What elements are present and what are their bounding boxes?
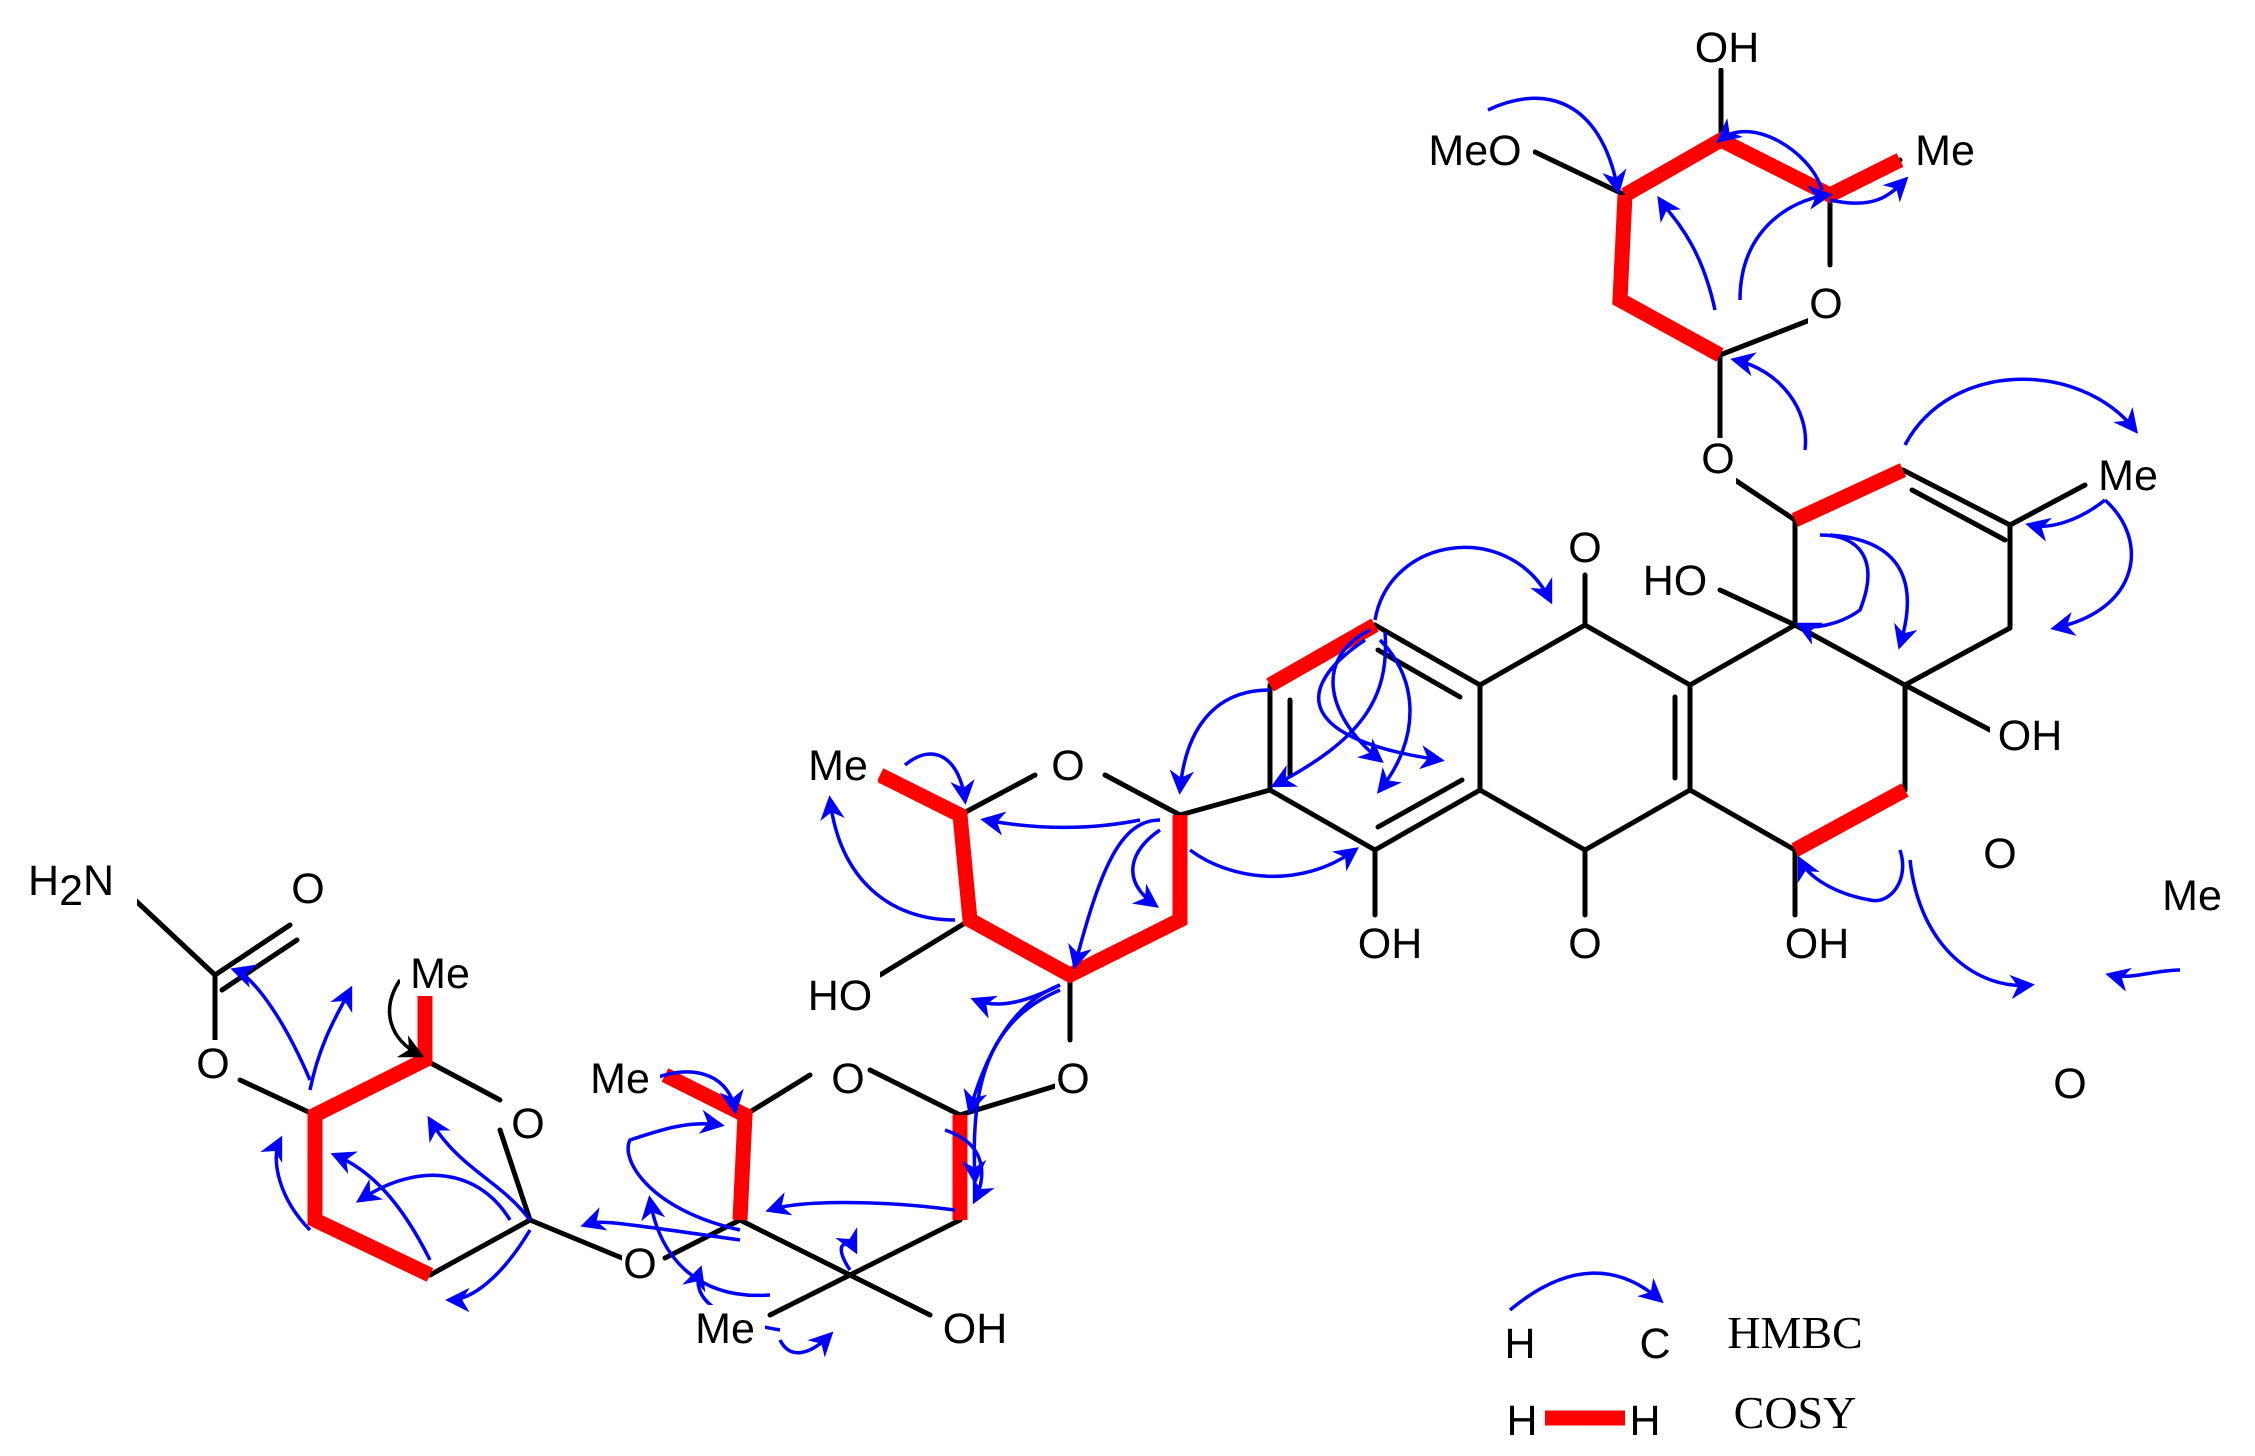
- me-top-label: Me: [1915, 127, 1975, 175]
- oh-top-label: OH: [1695, 24, 1760, 72]
- o-acetoxy-label: O: [1983, 830, 2016, 878]
- oh-c12-label: OH: [1358, 920, 1423, 968]
- o-top-ring-label: O: [1809, 280, 1842, 328]
- o-link-top-label: O: [1701, 435, 1734, 483]
- legend-hmbc-h: H: [1504, 1320, 1535, 1368]
- legend-cosy-h1: H: [1506, 1397, 1537, 1445]
- ho-sugar3-label: HO: [808, 972, 873, 1020]
- me-right-label: Me: [2098, 452, 2158, 500]
- me-sugar1-label: Me: [410, 950, 470, 998]
- oh-sugar2-label: OH: [943, 1305, 1008, 1353]
- legend-hmbc-label: HMBC: [1727, 1307, 1862, 1358]
- legend-cosy-h2: H: [1629, 1397, 1660, 1445]
- legend-cosy-label: COSY: [1734, 1387, 1857, 1438]
- o-carbamate-carbonyl-label: O: [291, 865, 324, 913]
- o-sugar1-ring-label: O: [511, 1100, 544, 1148]
- me-sugar3-label: Me: [808, 742, 868, 790]
- o-quinone-top-label: O: [1568, 524, 1601, 572]
- h2n-h: H: [28, 857, 59, 905]
- o-carbonyl-acetyl-label: O: [2053, 1060, 2086, 1108]
- legend-hmbc-c: C: [1639, 1320, 1670, 1368]
- legend-hmbc-arrow: [1508, 1271, 1664, 1312]
- oh-c4a-label: OH: [1998, 712, 2063, 760]
- h2n-subscript: 2: [59, 867, 83, 915]
- cosy-correlations: [307, 131, 1909, 1282]
- o-carbamate-ester-label: O: [196, 1040, 229, 1088]
- o-sugar2-ring-label: O: [831, 1055, 864, 1103]
- o-link-sugar3-label: O: [1056, 1055, 1089, 1103]
- me-acetyl-label: Me: [2162, 872, 2222, 920]
- h2n-label: H2N: [28, 857, 114, 915]
- hmbc-correlations: [230, 96, 2181, 1358]
- h2n-n: N: [83, 857, 114, 905]
- me-sugar2-quat-label: Me: [695, 1305, 755, 1353]
- oh-c11-label: OH: [1785, 920, 1850, 968]
- meo-label: MeO: [1428, 127, 1521, 175]
- ho-c6a-label: HO: [1643, 557, 1708, 605]
- o-quinone-bottom-label: O: [1568, 920, 1601, 968]
- o-link-sugar2-label: O: [623, 1240, 656, 1288]
- bond-skeleton: [132, 67, 2088, 1318]
- me-sugar2-label: Me: [590, 1055, 650, 1103]
- hmbc-nonstandard: [387, 979, 425, 1058]
- o-sugar3-ring-label: O: [1051, 742, 1084, 790]
- legend: H C HMBC H H COSY: [1504, 1271, 1863, 1445]
- atom-labels: OH MeO Me O O Me HO OH O O OH OH O Me O …: [25, 22, 2232, 1353]
